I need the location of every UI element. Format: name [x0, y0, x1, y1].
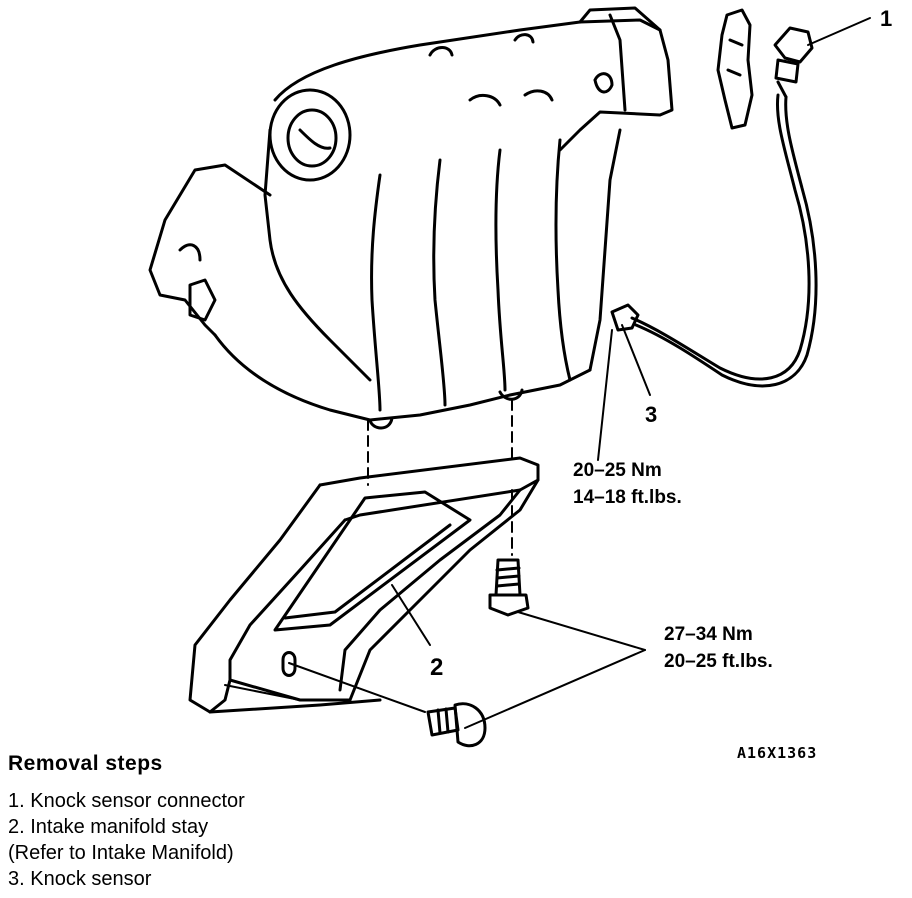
intake-manifold-stay-drawing	[188, 399, 540, 714]
removal-step-1: 1. Knock sensor connector	[8, 790, 245, 812]
knock-sensor-drawing	[610, 93, 818, 388]
sensor-torque-nm: 20–25 Nm	[573, 460, 662, 481]
removal-step-2: 2. Intake manifold stay	[8, 816, 209, 838]
removal-steps-title: Removal steps	[8, 752, 163, 775]
leader-lines	[224, 17, 871, 729]
callout-3: 3	[645, 402, 657, 427]
sensor-torque-ftlbs: 14–18 ft.lbs.	[573, 487, 682, 508]
figure-id: A16X1363	[737, 744, 817, 762]
stay-torque-nm: 27–34 Nm	[664, 624, 753, 645]
callout-2: 2	[430, 654, 443, 681]
removal-step-3: 3. Knock sensor	[8, 868, 152, 890]
removal-steps-list: 1. Knock sensor connector 2. Intake mani…	[8, 788, 428, 892]
intake-manifold-drawing	[148, 6, 674, 430]
callout-1: 1	[880, 6, 892, 31]
stay-torque-ftlbs: 20–25 ft.lbs.	[664, 651, 773, 672]
knock-sensor-connector-drawing	[716, 8, 814, 130]
lower-bolt-drawing	[426, 702, 487, 748]
upper-bolt-drawing	[488, 558, 530, 617]
removal-step-2-note: (Refer to Intake Manifold)	[8, 842, 234, 864]
removal-steps: Removal steps 1. Knock sensor connector …	[8, 752, 428, 892]
